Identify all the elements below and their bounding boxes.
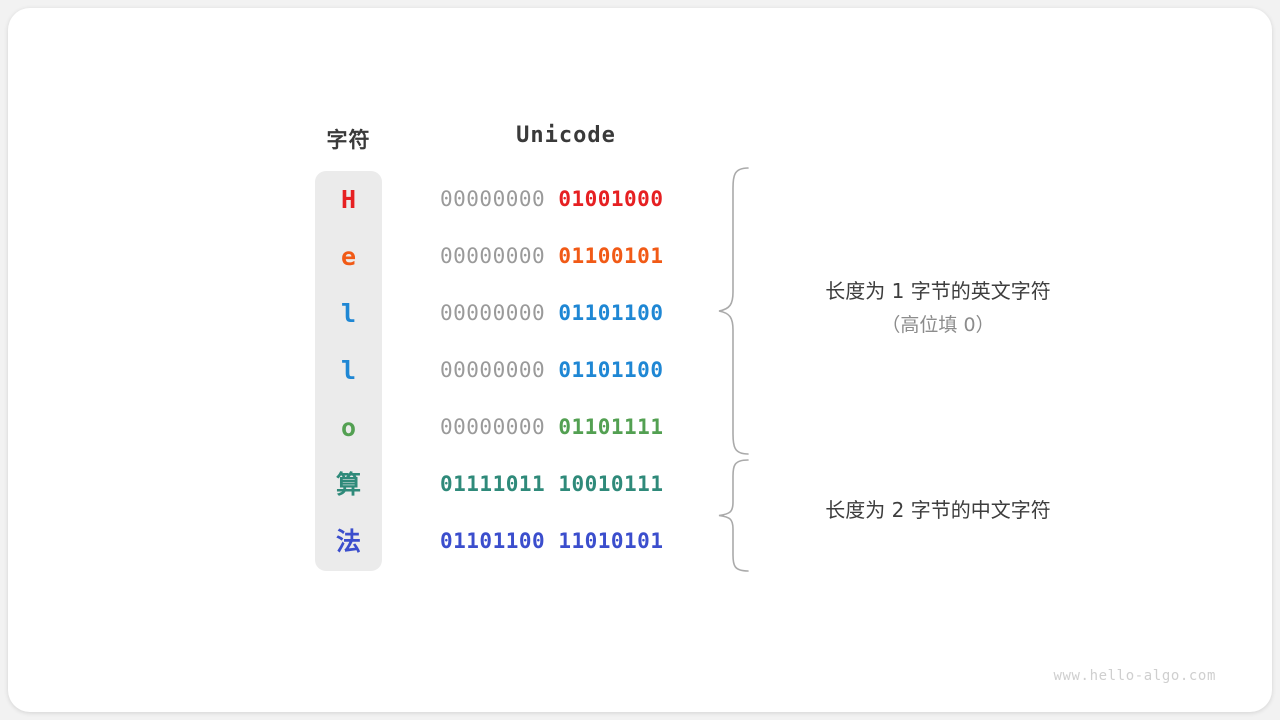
character-cell: e — [340, 242, 357, 271]
header-character: 字符 — [326, 129, 371, 152]
high-byte: 00000000 — [440, 415, 546, 439]
brace-one-byte-group — [718, 167, 749, 455]
character-cell: 算 — [335, 470, 361, 499]
annotation-one-byte-sub: （高位填 0） — [881, 314, 995, 336]
character-column-background — [315, 171, 382, 571]
low-byte: 01001000 — [558, 187, 664, 211]
annotation-two-byte-main: 长度为 2 字节的中文字符 — [825, 498, 1051, 522]
low-byte: 01100101 — [558, 244, 664, 268]
character-cell: H — [340, 185, 357, 214]
annotation-one-byte-main: 长度为 1 字节的英文字符 — [825, 279, 1051, 303]
low-byte: 01101100 — [558, 301, 664, 325]
low-byte: 11010101 — [558, 529, 664, 553]
low-byte: 01101100 — [558, 358, 664, 382]
diagram-card: 字符 Unicode H 00000000 01001000 e 00000000 0… — [8, 8, 1272, 712]
high-byte: 00000000 — [440, 244, 546, 268]
unicode-binary-row: 00000000 01101100 — [440, 285, 692, 342]
unicode-binary-row: 00000000 01001000 — [440, 171, 692, 228]
high-byte: 00000000 — [440, 358, 546, 382]
brace-two-byte-group — [718, 459, 749, 572]
annotation-two-byte: 长度为 2 字节的中文字符 — [776, 493, 1100, 527]
byte-separator — [545, 301, 558, 325]
high-byte: 00000000 — [440, 301, 546, 325]
unicode-binary-row: 01101100 11010101 — [440, 513, 692, 570]
header-unicode: Unicode — [516, 123, 616, 148]
low-byte: 10010111 — [558, 472, 664, 496]
byte-separator — [545, 358, 558, 382]
unicode-binary-row: 00000000 01100101 — [440, 228, 692, 285]
character-cell: l — [340, 356, 357, 385]
unicode-binary-row: 01111011 10010111 — [440, 456, 692, 513]
annotation-one-byte: 长度为 1 字节的英文字符 （高位填 0） — [776, 274, 1100, 342]
low-byte: 01101111 — [558, 415, 664, 439]
watermark-url: www.hello-algo.com — [1053, 668, 1216, 684]
byte-separator — [545, 529, 558, 553]
unicode-binary-row: 00000000 01101111 — [440, 399, 692, 456]
unicode-binary-row: 00000000 01101100 — [440, 342, 692, 399]
character-cell: l — [340, 299, 357, 328]
high-byte: 01111011 — [440, 472, 546, 496]
byte-separator — [545, 187, 558, 211]
byte-separator — [545, 244, 558, 268]
character-cell: o — [340, 413, 357, 442]
high-byte: 00000000 — [440, 187, 546, 211]
character-cell: 法 — [335, 527, 361, 556]
high-byte: 01101100 — [440, 529, 546, 553]
byte-separator — [545, 472, 558, 496]
byte-separator — [545, 415, 558, 439]
